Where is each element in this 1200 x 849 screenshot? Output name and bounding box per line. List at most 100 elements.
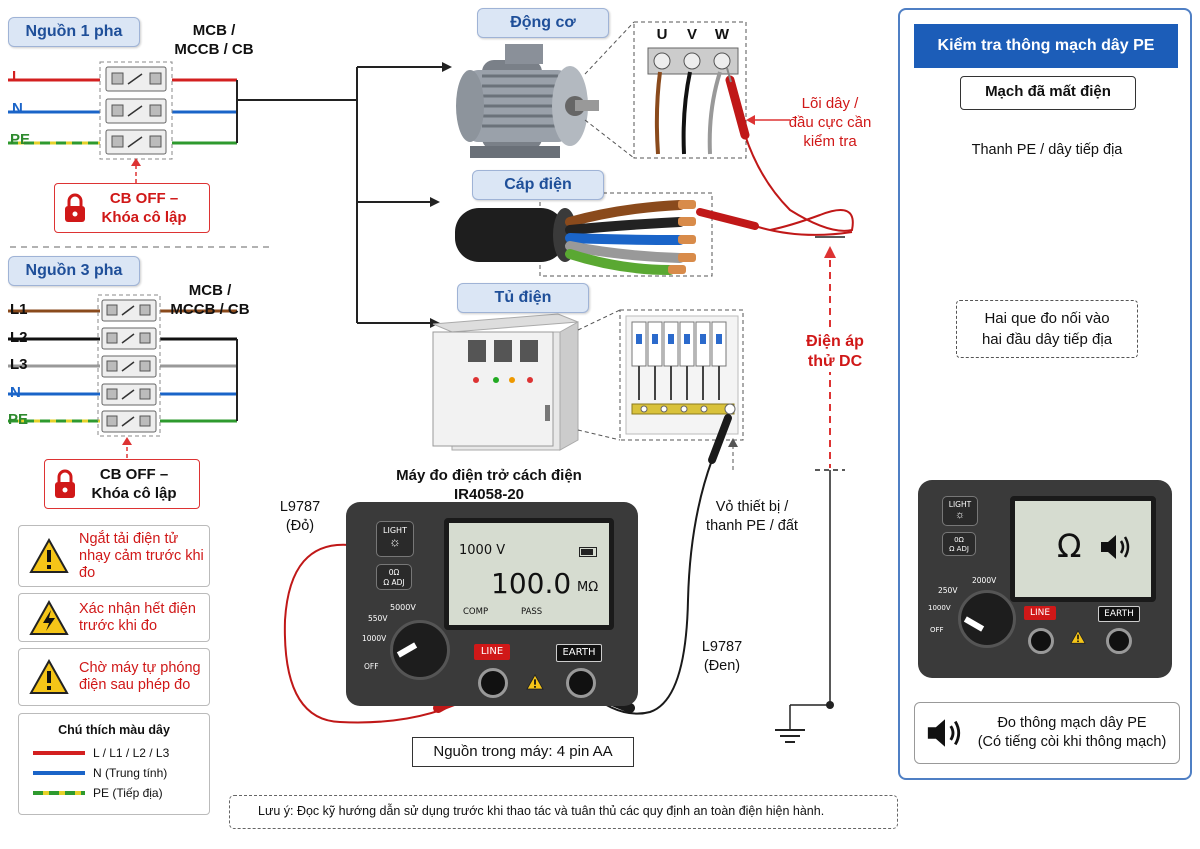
wire-label-l1: L1 — [10, 301, 28, 318]
legend-label: L / L1 / L2 / L3 — [93, 746, 170, 760]
warning-card: Chờ máy tự phóng điện sau phép đo — [18, 648, 210, 706]
wire-label-l2: L2 — [10, 329, 28, 346]
lcd-unit: MΩ — [577, 580, 599, 595]
dial-label: OFF — [364, 662, 379, 671]
warning-icon — [1070, 630, 1086, 644]
panel-title: Kiểm tra thông mạch dây PE — [914, 24, 1178, 68]
lcd-comp: COMP — [463, 607, 489, 617]
insulation-tester: LIGHT ☼ 0Ω Ω ADJ 1000 V 100.0 MΩ COMP PA… — [346, 502, 638, 706]
light-button-label: LIGHT — [383, 526, 407, 535]
footer-note: Lưu ý: Đọc kỹ hướng dẫn sử dụng trước kh… — [229, 795, 898, 829]
red-lead-label: L9787 (Đỏ) — [279, 499, 321, 534]
warning-icon — [29, 659, 69, 694]
dial-label: 1000V — [362, 634, 387, 643]
lcd-reading: 100.0 — [491, 567, 572, 600]
lockout-text-single: CB OFF – Khóa cô lập — [101, 190, 187, 226]
buzzer-note: Đo thông mạch dây PE (Có tiếng còi khi t… — [977, 715, 1167, 750]
lockout-box-single: CB OFF – Khóa cô lập — [54, 183, 210, 233]
warning-icon — [526, 674, 544, 690]
wire-label-n: N — [12, 100, 23, 117]
cabinet-drawing — [432, 313, 579, 451]
warning-text: Xác nhận hết điện trước khi đo — [79, 600, 196, 634]
buzzer-note-box: Đo thông mạch dây PE (Có tiếng còi khi t… — [914, 702, 1180, 764]
wire-label-pe: PE — [10, 131, 31, 148]
lcd-pass: PASS — [521, 607, 543, 617]
ohm-symbol: Ω — [1057, 527, 1082, 565]
legend-swatch — [33, 771, 85, 775]
lcd-screen: Ω — [1010, 496, 1156, 602]
dial-label: 250V — [938, 586, 958, 595]
earth-jack-label: EARTH — [556, 644, 602, 662]
single-phase-title: Nguồn 1 pha — [8, 17, 140, 47]
battery-icon — [579, 547, 597, 557]
warning-card: Xác nhận hết điện trước khi đo — [18, 593, 210, 642]
warning-card: Ngắt tải điện tử nhạy cảm trước khi đo — [18, 525, 210, 587]
warning-icon — [29, 538, 69, 573]
legend-title: Chú thích màu dây — [58, 723, 170, 737]
light-button-label: LIGHT — [948, 500, 972, 509]
black-lead-label: L9787 (Đen) — [701, 639, 743, 674]
legend-label: N (Trung tính) — [93, 766, 168, 780]
continuity-meter: LIGHT ☼ 0Ω Ω ADJ Ω 2000V 250V 1000V OFF … — [918, 480, 1172, 678]
sun-icon: ☼ — [954, 509, 966, 521]
earth-jack[interactable] — [566, 668, 596, 698]
zero-adjust-button[interactable]: 0Ω Ω ADJ — [376, 564, 412, 590]
panel-state: Mạch đã mất điện — [960, 76, 1136, 110]
legend-label: PE (Tiếp địa) — [93, 786, 163, 800]
line-jack-label: LINE — [474, 644, 510, 660]
wire-label-l3: L3 — [10, 356, 28, 373]
motor-title: Động cơ — [477, 8, 609, 38]
dial-label: OFF — [930, 626, 944, 634]
range-dial[interactable] — [390, 620, 450, 680]
wire-label-pe3: PE — [8, 411, 29, 428]
line-jack[interactable] — [1028, 628, 1054, 654]
cable-title: Cáp điện — [472, 170, 604, 200]
line-jack-label: LINE — [1024, 606, 1056, 620]
frame-note: Vỏ thiết bị / thanh PE / đất — [706, 499, 798, 534]
legend-swatch — [33, 751, 85, 755]
light-button[interactable]: LIGHT ☼ — [376, 521, 414, 557]
battery-note: Nguồn trong máy: 4 pin AA — [412, 737, 634, 767]
warning-text: Chờ máy tự phóng điện sau phép đo — [79, 660, 201, 693]
legend-row: PE (Tiếp địa) — [33, 783, 209, 803]
light-button[interactable]: LIGHT ☼ — [942, 496, 978, 526]
sun-icon: ☼ — [389, 534, 401, 549]
lockout-text-three: CB OFF – Khóa cô lập — [91, 466, 177, 502]
wire-label-n3: N — [10, 384, 21, 401]
meter-title: Máy đo điện trở cách điện IR4058-20 — [396, 467, 582, 503]
dial-label: 1000V — [928, 604, 951, 612]
zero-adjust-button[interactable]: 0Ω Ω ADJ — [942, 532, 976, 556]
dc-voltage-label: Điện áp thử DC — [790, 332, 880, 372]
range-dial[interactable] — [958, 590, 1016, 648]
lcd-voltage: 1000 V — [459, 543, 506, 558]
pe-bar-label: Thanh PE / dây tiếp địa — [971, 142, 1123, 158]
dial-label: 2000V — [972, 576, 997, 585]
lockout-box-three: CB OFF – Khóa cô lập — [44, 459, 200, 509]
earth-jack-label: EARTH — [1098, 606, 1140, 622]
three-phase-breaker-label: MCB / MCCB / CB — [170, 282, 250, 318]
lock-icon — [65, 193, 85, 222]
wire-label-l: L — [12, 68, 22, 85]
high-voltage-icon — [29, 599, 69, 635]
terminal-v: V — [686, 26, 697, 43]
warning-text: Ngắt tải điện tử nhạy cảm trước khi đo — [79, 530, 204, 581]
legend-row: L / L1 / L2 / L3 — [33, 743, 209, 763]
terminal-w: W — [714, 26, 730, 43]
earth-jack[interactable] — [1106, 628, 1132, 654]
motor-drawing — [456, 44, 599, 158]
single-phase-breaker-label: MCB / MCCB / CB — [174, 22, 254, 58]
probe-note: Hai que đo nối vào hai đầu dây tiếp địa — [956, 300, 1138, 358]
speaker-icon — [927, 719, 961, 747]
lcd-screen: 1000 V 100.0 MΩ COMP PASS — [444, 518, 614, 630]
pe-continuity-panel: Kiểm tra thông mạch dây PE Mạch đã mất đ… — [898, 8, 1192, 780]
legend-swatch — [33, 791, 85, 795]
cabinet-title: Tủ điện — [457, 283, 589, 313]
core-note: Lõi dây / đầu cực cần kiểm tra — [788, 95, 872, 150]
three-phase-title: Nguồn 3 pha — [8, 256, 140, 286]
terminal-u: U — [656, 26, 668, 43]
dial-label: 5000V — [390, 603, 416, 612]
wire-color-legend: Chú thích màu dây L / L1 / L2 / L3 N (Tr… — [18, 713, 210, 815]
dial-label: 550V — [368, 614, 388, 623]
lock-icon — [55, 469, 75, 498]
line-jack[interactable] — [478, 668, 508, 698]
